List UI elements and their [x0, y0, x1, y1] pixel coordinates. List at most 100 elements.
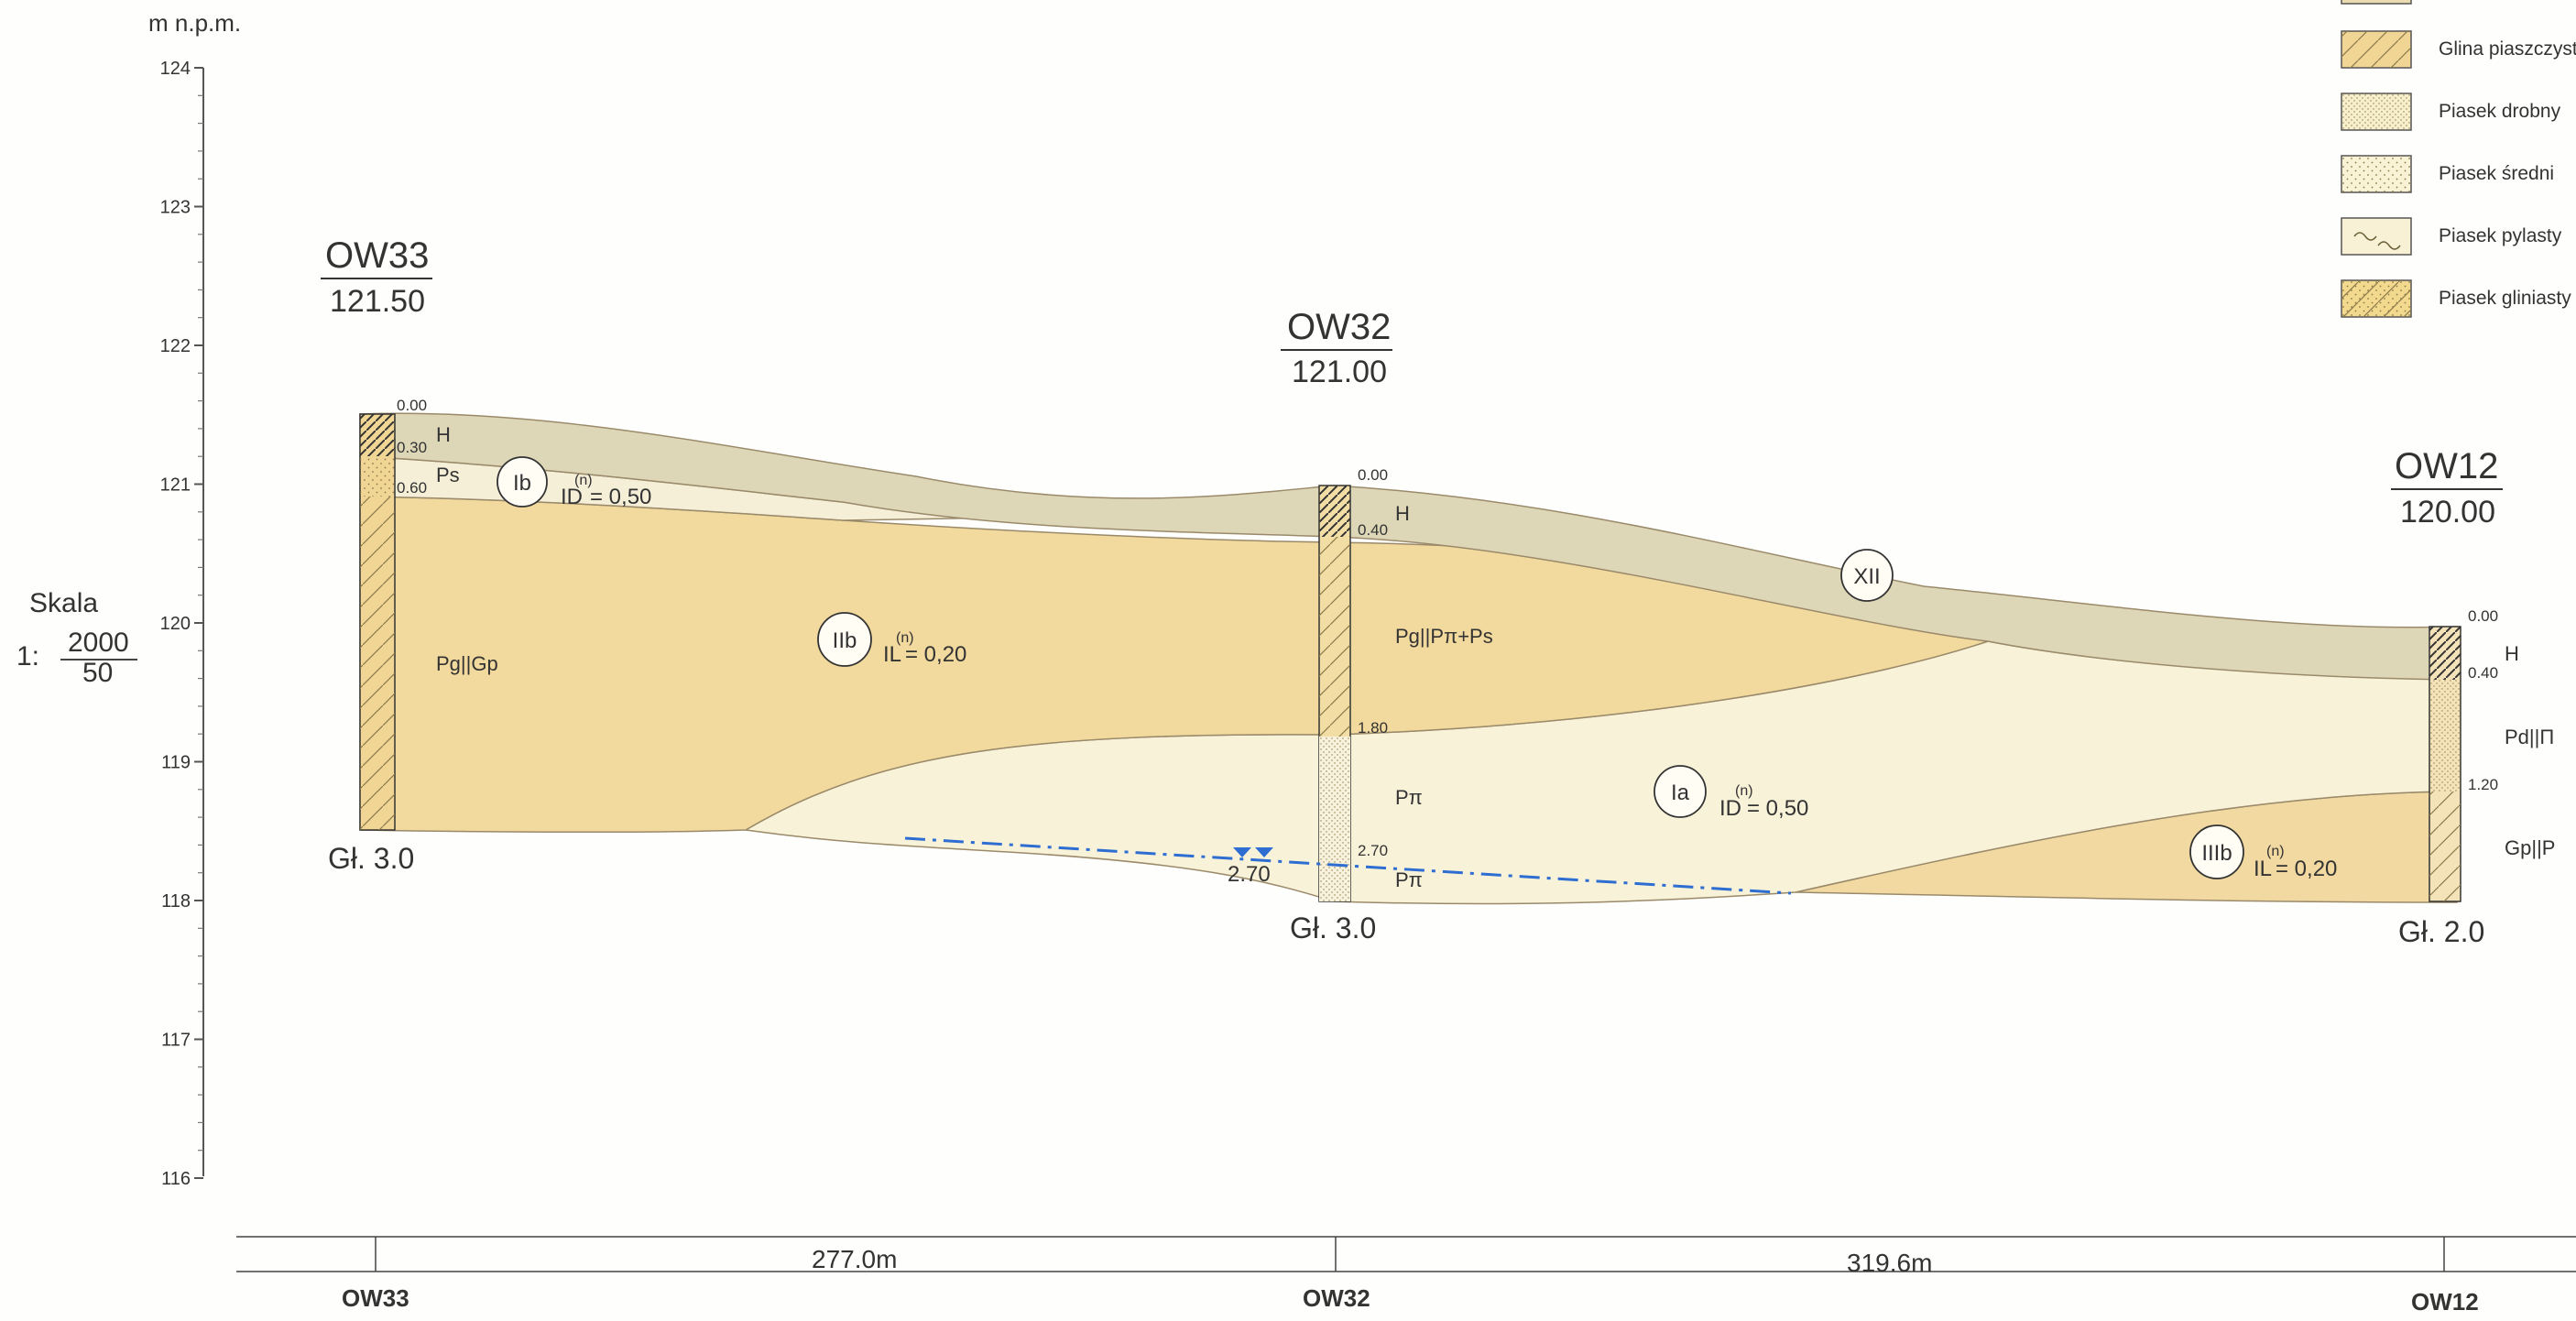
axis-tick-label: 119: [161, 753, 191, 773]
svg-text:= 0,20: = 0,20: [2276, 857, 2337, 881]
axis-ticks: 124 123 122 121 120 119 118 117 116: [160, 59, 203, 1189]
groundwater-level: 2.70: [904, 836, 1792, 895]
soil-symbol: H: [436, 423, 451, 446]
distance-label: 319.6m: [1847, 1249, 1932, 1277]
svg-text:2.70: 2.70: [1358, 842, 1388, 859]
axis-tick-label: 124: [160, 59, 191, 79]
axis-tick-label: 117: [161, 1031, 191, 1051]
soil-symbol: Pg||Gp: [436, 652, 498, 675]
svg-text:(n): (n): [574, 473, 593, 488]
svg-text:0.60: 0.60: [397, 479, 427, 497]
soil-symbols: H Ps Pg||Gp H Pg||Pπ+Ps Pπ Pπ H Pd||Π Gp…: [436, 423, 2555, 891]
svg-text:ID: ID: [1719, 796, 1741, 821]
scale-prefix: 1:: [16, 641, 39, 671]
soil-symbol: Ps: [436, 464, 460, 486]
depths-ow12: 0.00 0.40 1.20: [2468, 607, 2498, 793]
svg-text:= 0,50: = 0,50: [590, 485, 651, 509]
svg-text:Ia: Ia: [1671, 781, 1690, 805]
svg-text:0.40: 0.40: [1358, 521, 1388, 539]
svg-text:(n): (n): [2266, 844, 2285, 859]
svg-text:0.00: 0.00: [397, 397, 427, 414]
borehole-column-ow33: [359, 413, 396, 831]
svg-text:0.00: 0.00: [1358, 466, 1388, 484]
borehole-bottom-label: OW12: [2411, 1288, 2479, 1316]
svg-text:IL: IL: [883, 642, 901, 667]
axis-tick-label: 116: [161, 1169, 191, 1189]
borehole-depth: Gł. 2.0: [2398, 915, 2484, 948]
layer-code-iiib: IIIb (n) IL = 0,20: [2189, 824, 2337, 881]
borehole-elevation: 121.00: [1292, 355, 1387, 389]
legend-item-piasek-pylasty: Piasek pylasty: [2341, 217, 2562, 256]
water-marker-icon: [1233, 847, 1273, 857]
axis-tick-label: 121: [160, 475, 191, 496]
borehole-column-ow32: [1318, 485, 1351, 902]
borehole-header-ow33: OW33 121.50: [321, 235, 432, 319]
borehole-name: OW12: [2395, 446, 2498, 486]
axis-tick-label: 123: [160, 198, 191, 218]
svg-text:0.40: 0.40: [2468, 664, 2498, 682]
svg-text:(n): (n): [1735, 783, 1753, 799]
svg-text:ID: ID: [561, 485, 583, 509]
svg-text:(n): (n): [896, 630, 914, 646]
scale-label: Skala: [29, 588, 98, 618]
borehole-header-ow12: OW12 120.00: [2391, 446, 2503, 529]
svg-text:Piasek gliniasty: Piasek gliniasty: [2439, 288, 2571, 309]
soil-symbol: H: [1395, 502, 1410, 525]
depths-ow32: 0.00 0.40 1.80 2.70: [1358, 466, 1388, 859]
borehole-bottom-label: OW32: [1303, 1284, 1370, 1312]
svg-text:Piasek średni: Piasek średni: [2439, 163, 2554, 184]
soil-symbol: Pπ: [1395, 868, 1423, 891]
distance-label: 277.0m: [812, 1245, 897, 1273]
svg-text:Ib: Ib: [513, 471, 531, 496]
water-depth: 2.70: [1228, 862, 1271, 887]
svg-text:= 0,50: = 0,50: [1747, 796, 1808, 821]
legend-item-glina-piaszczysta: Glina piaszczysta: [2341, 30, 2576, 69]
svg-text:0.00: 0.00: [2468, 607, 2498, 625]
soil-symbol: H: [2505, 642, 2519, 665]
water-line: [904, 836, 1792, 895]
axis-unit: m n.p.m.: [148, 9, 241, 37]
layer-code-ib: Ib (n) ID = 0,50: [497, 456, 651, 509]
svg-text:Piasek pylasty: Piasek pylasty: [2439, 225, 2562, 246]
borehole-name: OW32: [1287, 307, 1391, 347]
scale-vertical: 50: [82, 658, 113, 688]
axis-tick-label: 122: [160, 336, 191, 356]
soil-symbol: Pg||Pπ+Ps: [1395, 625, 1493, 648]
svg-text:0.30: 0.30: [397, 439, 427, 456]
svg-text:Piasek drobny: Piasek drobny: [2439, 101, 2561, 122]
soil-symbol: Pπ: [1395, 786, 1423, 809]
layer-code-iib: IIb (n) IL = 0,20: [817, 612, 966, 667]
borehole-name: OW33: [325, 235, 429, 276]
legend-item-piasek-drobny: Piasek drobny: [2341, 93, 2561, 131]
borehole-depth: Gł. 3.0: [328, 842, 414, 875]
axis-tick-label: 120: [160, 614, 191, 634]
scale-horizontal: 2000: [68, 628, 129, 658]
borehole-bottom-label: OW33: [342, 1284, 409, 1312]
borehole-depth: Gł. 3.0: [1290, 912, 1376, 944]
legend-item-piasek-gliniasty: Piasek gliniasty: [2341, 279, 2571, 318]
legend-item-piasek-sredni: Piasek średni: [2341, 155, 2554, 193]
layer-code-xii: XII: [1840, 549, 1894, 602]
svg-text:XII: XII: [1853, 564, 1880, 589]
scale-block: Skala 1: 2000 50: [16, 588, 137, 688]
soil-profile: [359, 412, 2458, 905]
soil-symbol: Gp||P: [2505, 836, 2555, 859]
legend: Glina piaszczysta Piasek drobny Piasek ś…: [2341, 0, 2576, 318]
soil-symbol: Pd||Π: [2505, 726, 2554, 748]
svg-text:= 0,20: = 0,20: [905, 642, 966, 667]
borehole-elevation: 121.50: [330, 284, 425, 319]
distance-bar: 277.0m 319.6m OW33 OW32 OW12: [236, 1236, 2576, 1316]
svg-text:IIb: IIb: [833, 628, 857, 653]
legend-swatch-partial: [2341, 0, 2412, 5]
svg-text:IL: IL: [2254, 857, 2272, 881]
svg-text:1.20: 1.20: [2468, 776, 2498, 793]
elevation-axis: m n.p.m. 124 123 122 121 120 119 118 117 116: [148, 9, 241, 1189]
borehole-header-ow32: OW32 121.00: [1281, 307, 1392, 389]
svg-text:Glina piaszczysta: Glina piaszczysta: [2439, 38, 2576, 60]
svg-text:IIIb: IIIb: [2201, 841, 2232, 866]
borehole-column-ow12: [2429, 626, 2461, 902]
axis-tick-label: 118: [161, 891, 191, 912]
borehole-elevation: 120.00: [2400, 495, 2495, 529]
svg-text:1.80: 1.80: [1358, 719, 1388, 737]
layer-code-ia: Ia (n) ID = 0,50: [1654, 765, 1808, 821]
